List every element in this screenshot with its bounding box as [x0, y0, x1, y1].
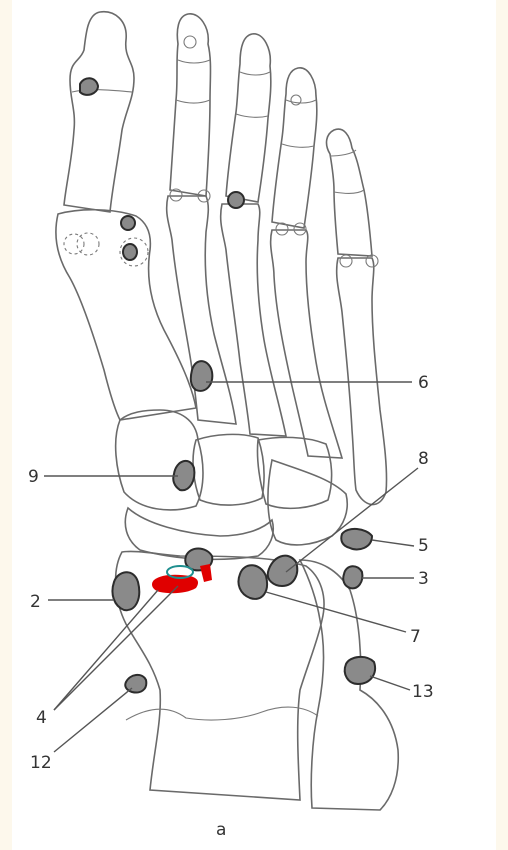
ossicle-sesamoid-lateral: [123, 244, 137, 260]
label-12: 12: [30, 753, 52, 773]
metatarsal-1: [56, 210, 196, 420]
toe2-phalanges: [170, 14, 211, 196]
ossicle-7: [238, 565, 267, 599]
ossicle-13: [345, 657, 375, 684]
toe5-phalanges: [327, 129, 372, 256]
ossicle-5: [341, 529, 372, 550]
toe4-phalanges: [272, 68, 317, 228]
ossicle-sesamoid-medial: [121, 216, 135, 230]
mtp-joint-marks: [170, 36, 378, 267]
cuneiforms-and-cuboid: [116, 410, 348, 545]
label-3: 3: [418, 569, 429, 589]
label-5: 5: [418, 536, 429, 556]
ossicle-toe3: [228, 192, 244, 208]
ossicle-3: [343, 566, 362, 588]
label-9: 9: [28, 467, 39, 487]
label-8: 8: [418, 449, 429, 469]
ossicle-2: [112, 572, 139, 610]
ossicle-6: [191, 361, 213, 391]
figure-caption: a: [216, 820, 226, 840]
leader-lines: [44, 382, 418, 752]
metatarsal-4: [271, 230, 342, 458]
ossicle-12: [125, 675, 146, 693]
label-4: 4: [36, 708, 47, 728]
metatarsal-5: [337, 258, 387, 505]
label-6: 6: [418, 373, 429, 393]
label-13: 13: [412, 682, 434, 702]
toe3-phalanges: [226, 34, 271, 202]
metatarsal-3: [221, 204, 286, 436]
label-2: 2: [30, 592, 41, 612]
hallux-phalanges: [64, 12, 134, 212]
red-highlight-tick: [200, 564, 212, 582]
highlight-marker: [152, 564, 212, 593]
label-7: 7: [410, 627, 421, 647]
ossicle-hallux-ip: [80, 78, 98, 95]
